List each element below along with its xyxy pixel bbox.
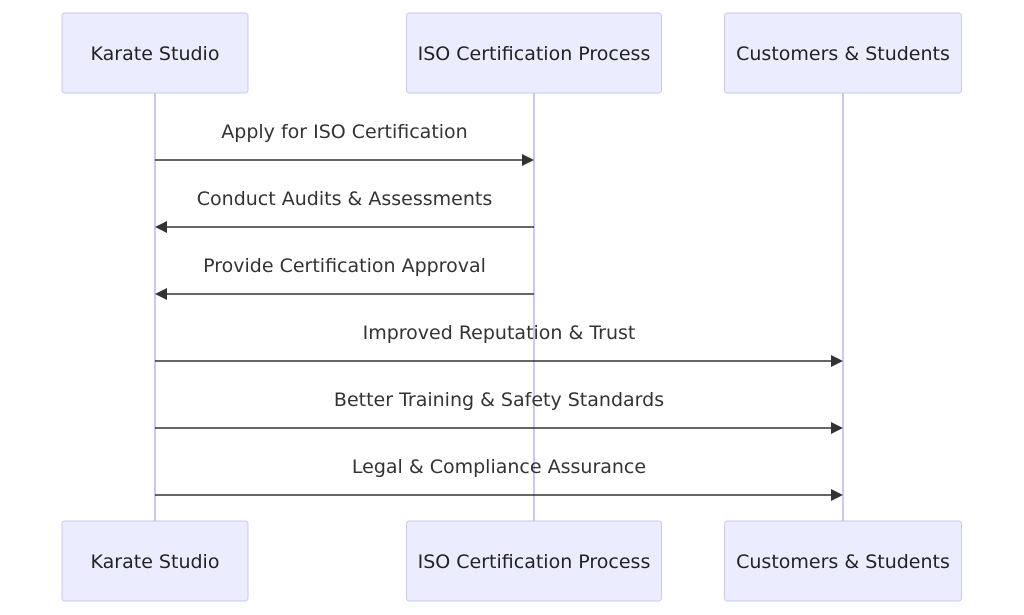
message-3: Provide Certification Approval: [155, 255, 534, 300]
actor-label: ISO Certification Process: [418, 551, 651, 573]
message-1: Apply for ISO Certification: [155, 121, 534, 166]
arrowhead-icon: [155, 288, 167, 300]
actor-label: Karate Studio: [91, 551, 220, 573]
actor-label: Customers & Students: [736, 43, 950, 65]
message-label: Improved Reputation & Trust: [363, 322, 636, 344]
message-label: Conduct Audits & Assessments: [197, 188, 492, 210]
message-label: Provide Certification Approval: [203, 255, 486, 277]
actor-box: [724, 520, 962, 602]
arrowhead-icon: [831, 422, 843, 434]
message-label: Apply for ISO Certification: [221, 121, 467, 143]
actor-label: ISO Certification Process: [418, 43, 651, 65]
actor-studio-bottom: Karate Studio: [61, 520, 249, 602]
arrowhead-icon: [831, 489, 843, 501]
actor-customers-bottom: Customers & Students: [724, 520, 962, 602]
arrowhead-icon: [522, 154, 534, 166]
message-4: Improved Reputation & Trust: [155, 322, 843, 367]
actor-box: [61, 12, 249, 94]
message-label: Better Training & Safety Standards: [334, 389, 664, 411]
actor-box: [406, 520, 662, 602]
actor-box: [61, 520, 249, 602]
actor-customers-top: Customers & Students: [724, 12, 962, 94]
message-label: Legal & Compliance Assurance: [352, 456, 646, 478]
message-6: Legal & Compliance Assurance: [155, 456, 843, 501]
actor-iso-bottom: ISO Certification Process: [406, 520, 662, 602]
lifelines: [154, 93, 844, 521]
message-5: Better Training & Safety Standards: [155, 389, 843, 434]
actor-studio-top: Karate Studio: [61, 12, 249, 94]
actor-iso-top: ISO Certification Process: [406, 12, 662, 94]
actor-box: [406, 12, 662, 94]
arrowhead-icon: [831, 355, 843, 367]
arrowhead-icon: [155, 221, 167, 233]
actor-label: Customers & Students: [736, 551, 950, 573]
actor-box: [724, 12, 962, 94]
actor-label: Karate Studio: [91, 43, 220, 65]
message-2: Conduct Audits & Assessments: [155, 188, 534, 233]
